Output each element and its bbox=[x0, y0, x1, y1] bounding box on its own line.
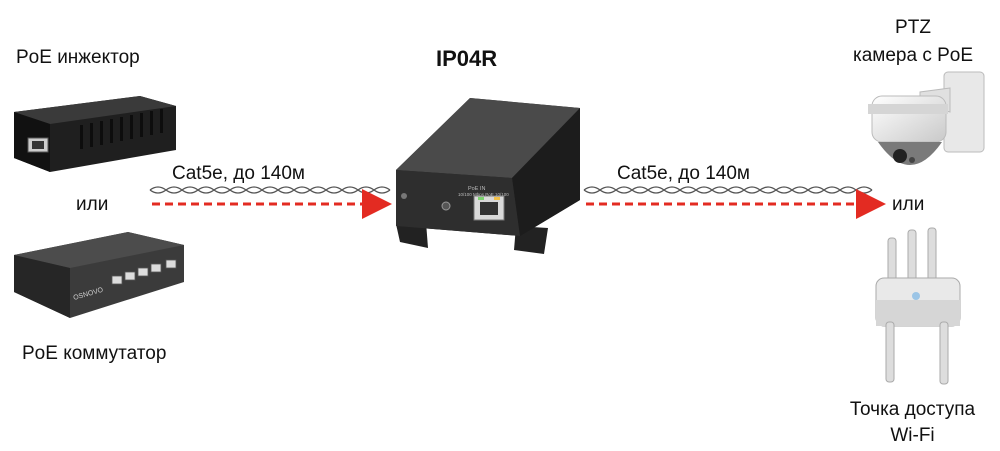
poe-switch-label: PoE коммутатор bbox=[22, 343, 167, 364]
poe-injector-label: PoE инжектор bbox=[16, 47, 140, 68]
wifi-access-point-icon bbox=[875, 227, 961, 385]
camera-label-line2: камера с PoE bbox=[852, 45, 974, 66]
ptz-camera-icon bbox=[868, 71, 985, 165]
right-cable-label: Cat5e, до 140м bbox=[617, 163, 750, 184]
poe-injector-icon bbox=[14, 96, 176, 172]
device-port-label-top: PoE IN bbox=[468, 186, 485, 192]
ap-label-line2: Wi-Fi bbox=[890, 425, 935, 446]
ip04r-device-icon: PoE IN 10/100 Mbps PoE 10/100 bbox=[396, 98, 580, 254]
device-port-label-bottom: 10/100 Mbps PoE 10/100 bbox=[458, 192, 509, 197]
right-or-label: или bbox=[892, 194, 925, 215]
left-or-label: или bbox=[76, 194, 109, 215]
ap-label-line1: Точка доступа bbox=[849, 399, 976, 420]
right-twisted-cable bbox=[583, 186, 873, 194]
poe-switch-icon: OSNOVO bbox=[14, 232, 184, 318]
left-cable-label: Cat5e, до 140м bbox=[172, 163, 305, 184]
left-twisted-cable bbox=[149, 186, 391, 194]
device-title: IP04R bbox=[436, 46, 498, 71]
camera-label-line1: PTZ bbox=[895, 17, 931, 38]
